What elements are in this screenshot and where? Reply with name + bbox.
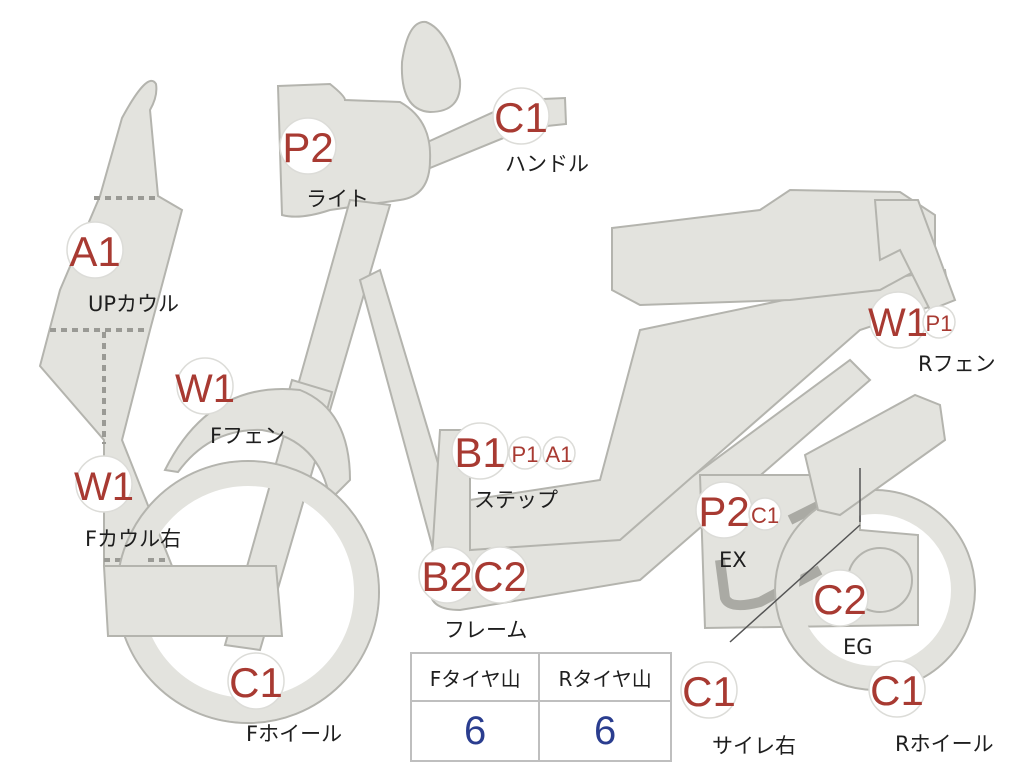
label-silencer-right: サイレ右 [712,734,796,758]
label-light: ライト [306,187,369,211]
label-r-wheel: Rホイール [895,732,994,756]
svg-text:C1: C1 [751,503,779,528]
svg-text:C1: C1 [229,659,283,706]
badge-step-p1: P1 [508,436,542,470]
value-f-tire: 6 [409,700,541,762]
badge-light-p2: P2 [279,117,337,175]
svg-text:W1: W1 [74,465,134,509]
badge-f-fender-w1: W1 [175,357,235,415]
badge-f-wheel-c1: C1 [227,652,285,710]
svg-text:C1: C1 [494,94,548,141]
label-eg: EG [843,635,873,659]
badge-eg-c2: C2 [811,569,869,627]
svg-text:C2: C2 [813,576,867,623]
label-frame: フレーム [444,618,528,642]
label-r-fender: Rフェン [918,352,996,376]
badge-r-wheel-c1: C1 [868,660,926,718]
svg-text:C2: C2 [473,553,527,600]
label-f-cowl-right: Fカウル右 [85,527,182,551]
mirror [400,20,462,114]
badge-f-cowl-w1: W1 [74,455,134,513]
label-ex: EX [719,548,747,572]
svg-text:P1: P1 [926,311,953,336]
label-up-cowl: UPカウル [88,292,180,316]
svg-text:C1: C1 [682,668,736,715]
badge-silencer-c1: C1 [680,661,738,719]
badge-handle-c1: C1 [492,87,550,145]
badge-up-cowl-a1: A1 [66,221,124,279]
label-step: ステップ [474,488,558,512]
header-r-tire: Rタイヤ山 [538,652,672,702]
badge-ex-p2: P2 [695,481,753,539]
badge-step-a1: A1 [542,436,576,470]
badge-step-b1: B1 [451,422,509,480]
tire-tread-table: Fタイヤ山 Rタイヤ山 6 6 [409,652,672,762]
badge-frame-c2: C2 [471,546,529,604]
badge-r-fender-p1: P1 [922,305,956,339]
silencer [803,393,947,517]
badge-ex-c1: C1 [748,497,782,531]
svg-text:W1: W1 [868,301,928,345]
label-f-fender: Fフェン [210,424,286,448]
header-f-tire: Fタイヤ山 [409,652,541,702]
svg-text:P2: P2 [282,124,333,171]
shock-line [729,468,861,643]
value-r-tire: 6 [538,700,672,762]
front-lower-cowl [102,565,284,637]
label-handle: ハンドル [505,152,589,176]
badge-r-fender-w1: W1 [868,291,928,349]
svg-text:P2: P2 [698,488,749,535]
svg-text:A1: A1 [546,442,573,467]
svg-text:A1: A1 [69,228,120,275]
svg-text:P1: P1 [512,442,539,467]
svg-text:B2: B2 [421,553,472,600]
headlight-cowl [276,82,432,218]
svg-text:C1: C1 [870,667,924,714]
label-f-wheel: Fホイール [246,722,343,746]
svg-text:W1: W1 [175,367,235,411]
badge-frame-b2: B2 [418,546,476,604]
front-fender [163,388,352,503]
svg-text:B1: B1 [454,429,505,476]
